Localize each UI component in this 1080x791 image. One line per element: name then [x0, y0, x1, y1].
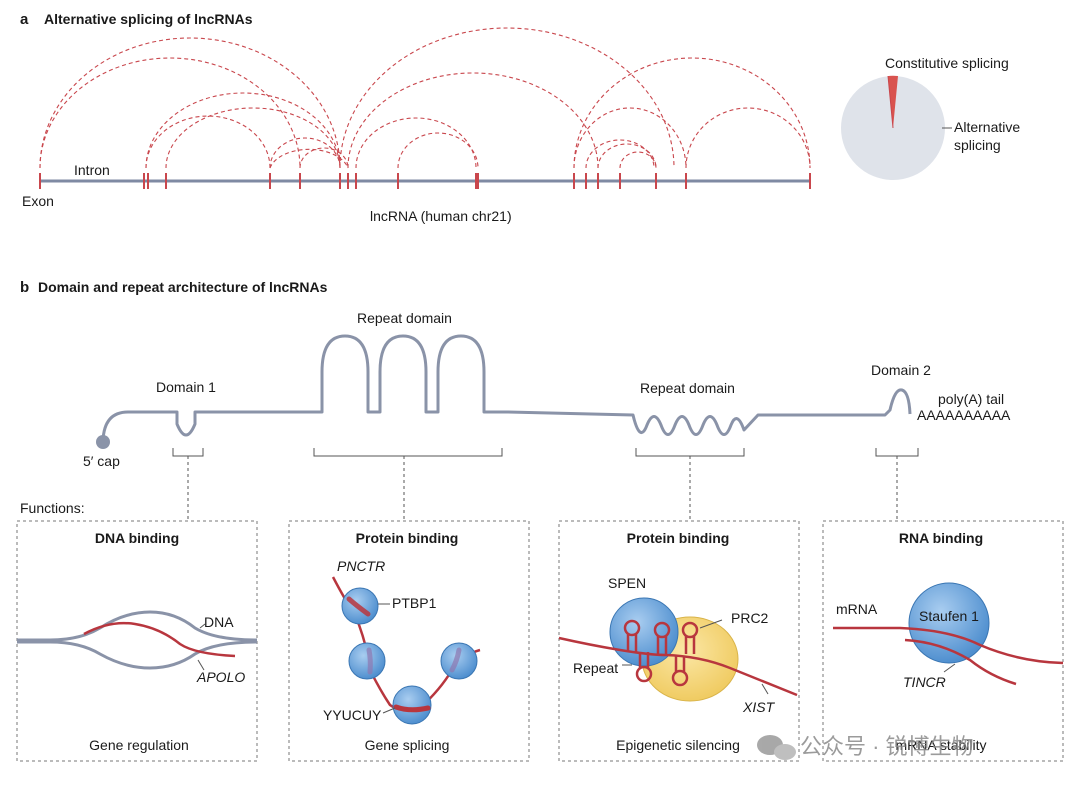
cap-icon [96, 435, 110, 449]
box1-caption: Gene regulation [89, 737, 189, 753]
apolo-rna [83, 621, 236, 658]
tincr-rna [904, 638, 1017, 686]
cap-label: 5′ cap [83, 453, 120, 469]
panel-a-letter: a [20, 11, 29, 28]
watermark-text: 公众号 · 锐博生物 [800, 734, 974, 759]
box2-motif-label: YYUCUY [323, 707, 382, 723]
box4-title: RNA binding [899, 530, 983, 546]
box3-caption: Epigenetic silencing [616, 737, 740, 753]
exon-ticks [39, 173, 811, 189]
pie-slice-constitutive [888, 75, 898, 128]
polya-seq: AAAAAAAAAA [917, 407, 1011, 423]
watermark: 公众号 · 锐博生物 [757, 734, 974, 760]
box3-repeat-label: Repeat [573, 660, 618, 676]
functions-label: Functions: [20, 500, 85, 516]
polya-title: poly(A) tail [938, 391, 1004, 407]
exon-label: Exon [22, 193, 54, 209]
splicing-arcs [39, 27, 811, 169]
dna-strand-top [17, 610, 258, 642]
xist-rna [558, 636, 798, 697]
box3-protein2-label: PRC2 [731, 610, 769, 626]
pie-label-constitutive: Constitutive splicing [885, 55, 1009, 71]
repeat-domain-label-2: Repeat domain [640, 380, 735, 396]
intron-label: Intron [74, 162, 110, 178]
pie-label-alternative-2: splicing [954, 137, 1001, 153]
ptbp1-protein-2 [348, 642, 386, 680]
panel-b-letter: b [20, 279, 29, 296]
panel-a-title: Alternative splicing of lncRNAs [44, 11, 253, 27]
domain1-label: Domain 1 [156, 379, 216, 395]
function-boxes [16, 520, 1064, 762]
mrna-strand [833, 626, 1064, 665]
box3-protein1-label: SPEN [608, 575, 646, 591]
pie-label-alternative-1: Alternative [954, 119, 1020, 135]
dna-strand-bottom [17, 640, 258, 670]
box4-protein-label: Staufen 1 [919, 608, 979, 624]
splicing-pie [841, 75, 945, 180]
repeat-hairpins [623, 619, 699, 687]
repeat-domain-label-1: Repeat domain [357, 310, 452, 326]
box2-title: Protein binding [356, 530, 459, 546]
box1-rna-label: APOLO [196, 669, 245, 685]
domain-brackets [172, 448, 919, 520]
panel-b-title: Domain and repeat architecture of lncRNA… [38, 279, 328, 295]
box1-title: DNA binding [95, 530, 179, 546]
ptbp1-protein-4 [392, 685, 432, 725]
box3-rna-label: XIST [742, 699, 776, 715]
box2-protein-label: PTBP1 [392, 595, 437, 611]
box4-rna-label: TINCR [903, 674, 946, 690]
box1-dna-label: DNA [204, 614, 234, 630]
lncrna-architecture [101, 334, 912, 442]
domain2-label: Domain 2 [871, 362, 931, 378]
box4-mrna-label: mRNA [836, 601, 878, 617]
lncrna-axis-label: lncRNA (human chr21) [370, 208, 512, 224]
box2-caption: Gene splicing [365, 737, 450, 753]
box3-title: Protein binding [627, 530, 730, 546]
box2-rna-label: PNCTR [337, 558, 385, 574]
box4-caption: mRNA stability [895, 737, 986, 753]
